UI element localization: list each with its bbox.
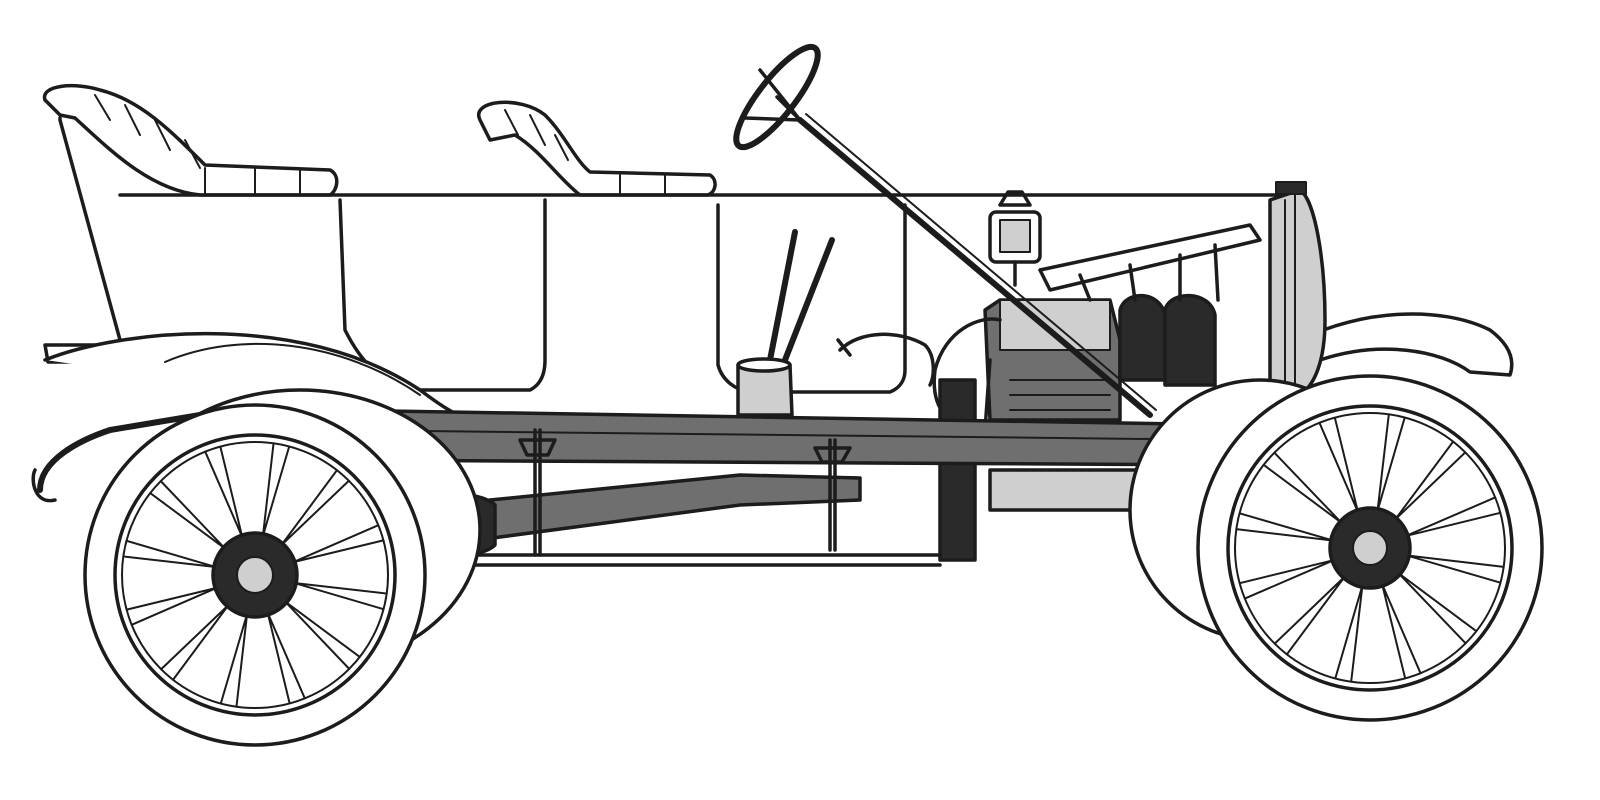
rear-seat xyxy=(42,83,339,197)
spoke xyxy=(1381,583,1422,680)
rear-wheel xyxy=(83,388,482,747)
spoke xyxy=(1334,584,1364,683)
spoke xyxy=(291,524,385,564)
spoke xyxy=(1394,440,1467,521)
spoke xyxy=(280,469,350,547)
spoke xyxy=(283,600,361,670)
spoke xyxy=(261,442,291,537)
front-door xyxy=(716,203,907,394)
spoke xyxy=(1262,451,1343,524)
brake-lever xyxy=(767,229,798,363)
steering-assembly xyxy=(733,43,1157,418)
radiator xyxy=(1268,188,1327,402)
rear-door xyxy=(338,198,547,392)
spoke xyxy=(122,539,217,569)
pedal xyxy=(838,332,936,387)
front-fender xyxy=(1298,312,1514,377)
spoke xyxy=(219,613,249,708)
body-side xyxy=(58,116,1302,342)
front-wheel xyxy=(1128,374,1544,722)
spoke xyxy=(1376,413,1406,512)
controls xyxy=(736,229,936,417)
lower-rail xyxy=(468,553,942,567)
spoke xyxy=(1406,554,1505,584)
spoke xyxy=(1238,559,1335,600)
front-seat xyxy=(477,100,717,197)
spoke xyxy=(1318,416,1359,513)
spoke xyxy=(149,480,227,550)
spoke xyxy=(266,611,306,705)
gear-lever xyxy=(782,237,835,363)
rear-spring xyxy=(37,407,333,493)
spoke xyxy=(125,586,219,626)
side-lamp xyxy=(988,190,1042,287)
spoke xyxy=(160,603,230,681)
exhaust-pipe xyxy=(988,468,1152,512)
steering-column xyxy=(797,117,1153,418)
spoke xyxy=(204,445,244,539)
spoke xyxy=(1273,575,1346,656)
front-spokes xyxy=(1235,413,1505,683)
spoke xyxy=(1235,512,1334,542)
spoke xyxy=(1397,572,1478,645)
torque-tube xyxy=(438,473,862,547)
spoke xyxy=(293,581,388,611)
rear-spokes xyxy=(122,442,388,708)
car-body xyxy=(42,83,1302,422)
spoke xyxy=(1405,496,1502,537)
